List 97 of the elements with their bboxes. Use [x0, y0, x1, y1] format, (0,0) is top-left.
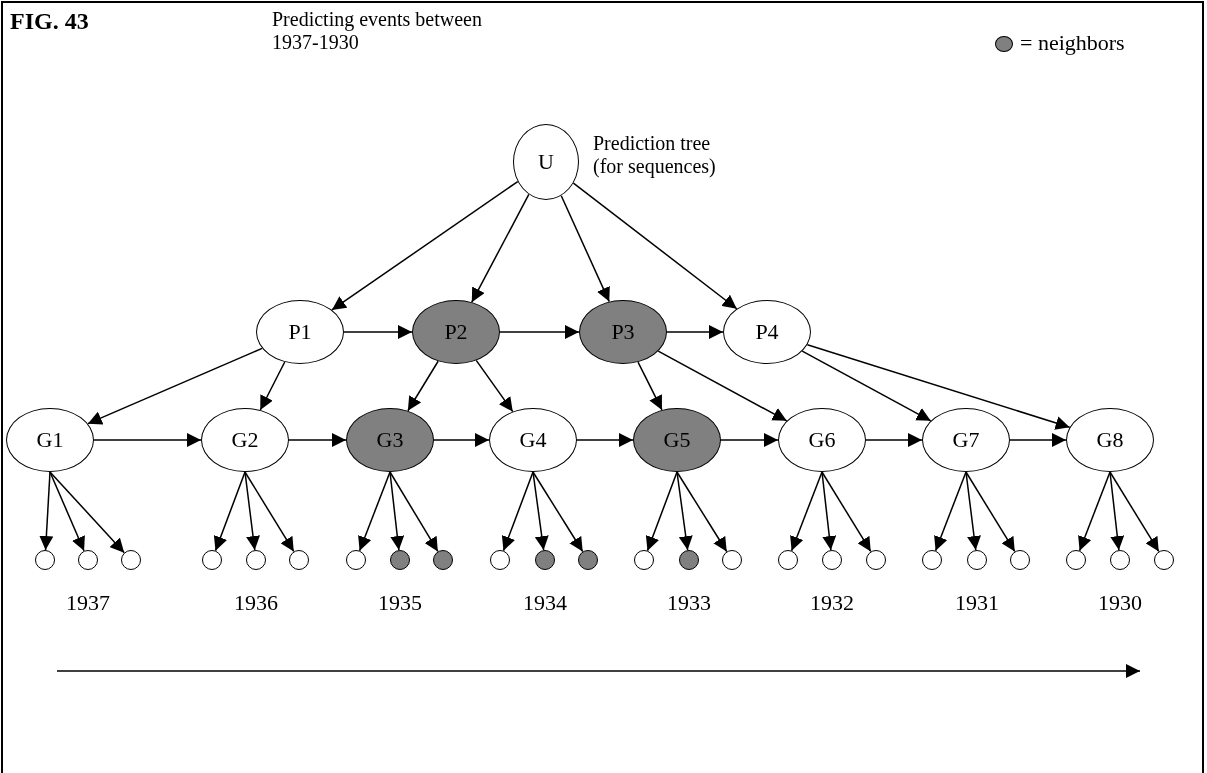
circle-node [967, 550, 987, 570]
arrow [1009, 433, 1067, 447]
circle-node [246, 550, 266, 570]
arrow [358, 471, 391, 552]
arrow [965, 471, 1016, 553]
node-label: G8 [1096, 429, 1124, 451]
year-label: 1933 [666, 590, 712, 616]
arrow [806, 343, 1071, 430]
arrow [934, 471, 967, 552]
legend-text: = neighbors [1020, 30, 1125, 56]
circle-node [679, 550, 699, 570]
circle-node [202, 550, 222, 570]
arrow [676, 471, 728, 553]
node-label: G6 [808, 429, 836, 451]
arrow [576, 433, 634, 447]
arrow [331, 180, 519, 311]
arrow [637, 361, 663, 411]
arrow [501, 471, 534, 552]
arrow [49, 471, 85, 552]
arrow [865, 433, 923, 447]
circle-node [121, 550, 141, 570]
circle-node [346, 550, 366, 570]
node-label: G2 [231, 429, 259, 451]
circle-node [1154, 550, 1174, 570]
circle-node [1010, 550, 1030, 570]
arrow [676, 471, 693, 551]
arrow [39, 471, 54, 551]
node-label: P2 [444, 321, 468, 343]
figure-number: FIG. 43 [10, 8, 89, 35]
node-label: G1 [36, 429, 64, 451]
arrow [259, 361, 286, 411]
year-label: 1937 [65, 590, 111, 616]
arrow [666, 325, 724, 339]
arrow [720, 433, 779, 447]
arrow [343, 325, 413, 339]
year-label: 1935 [377, 590, 423, 616]
arrow [433, 433, 490, 447]
node-label: P1 [288, 321, 312, 343]
ellipse-node [256, 300, 344, 364]
circle-node [578, 550, 598, 570]
arrow [821, 471, 837, 551]
arrow [213, 471, 246, 552]
arrow [657, 350, 788, 422]
arrow [965, 471, 981, 551]
circle-node [289, 550, 309, 570]
node-label: G3 [376, 429, 404, 451]
node-caption: Prediction tree (for sequences) [593, 132, 717, 178]
node-label: P4 [755, 321, 779, 343]
year-label: 1931 [954, 590, 1000, 616]
circle-node [778, 550, 798, 570]
circle-node [35, 550, 55, 570]
arrow [87, 347, 263, 425]
arrow [93, 433, 202, 447]
arrow [244, 471, 260, 551]
circle-node [922, 550, 942, 570]
arrow [389, 471, 439, 553]
node-label: G7 [952, 429, 980, 451]
circle-node [822, 550, 842, 570]
circle-node [78, 550, 98, 570]
year-label: 1932 [809, 590, 855, 616]
circle-node [866, 550, 886, 570]
circle-node [433, 550, 453, 570]
arrow [499, 325, 580, 339]
arrow [1109, 471, 1125, 551]
node-label: G5 [663, 429, 691, 451]
circle-node [1066, 550, 1086, 570]
node-label: P3 [611, 321, 635, 343]
arrow [532, 471, 549, 551]
arrow [389, 471, 405, 551]
arrow [244, 471, 295, 553]
circle-node [722, 550, 742, 570]
arrow [288, 433, 347, 447]
arrow [532, 471, 584, 553]
year-label: 1936 [233, 590, 279, 616]
arrow [49, 471, 125, 554]
circle-node [1110, 550, 1130, 570]
arrow [471, 193, 530, 303]
arrow [1109, 471, 1160, 553]
circle-node [535, 550, 555, 570]
arrow [790, 471, 823, 552]
arrow [407, 360, 439, 412]
year-label: 1934 [522, 590, 568, 616]
circle-node [490, 550, 510, 570]
circle-node [390, 550, 410, 570]
arrow [645, 471, 678, 552]
node-label: U [538, 151, 554, 173]
ellipse-node [723, 300, 811, 364]
arrow [801, 350, 932, 422]
title: Predicting events between 1937-1930 [272, 8, 483, 54]
arrow [475, 359, 514, 413]
year-label: 1930 [1097, 590, 1143, 616]
node-label: G4 [519, 429, 547, 451]
circle-node [634, 550, 654, 570]
arrow [821, 471, 872, 553]
arrow [1078, 471, 1111, 552]
arrow [572, 182, 738, 310]
root-circle [513, 124, 579, 200]
